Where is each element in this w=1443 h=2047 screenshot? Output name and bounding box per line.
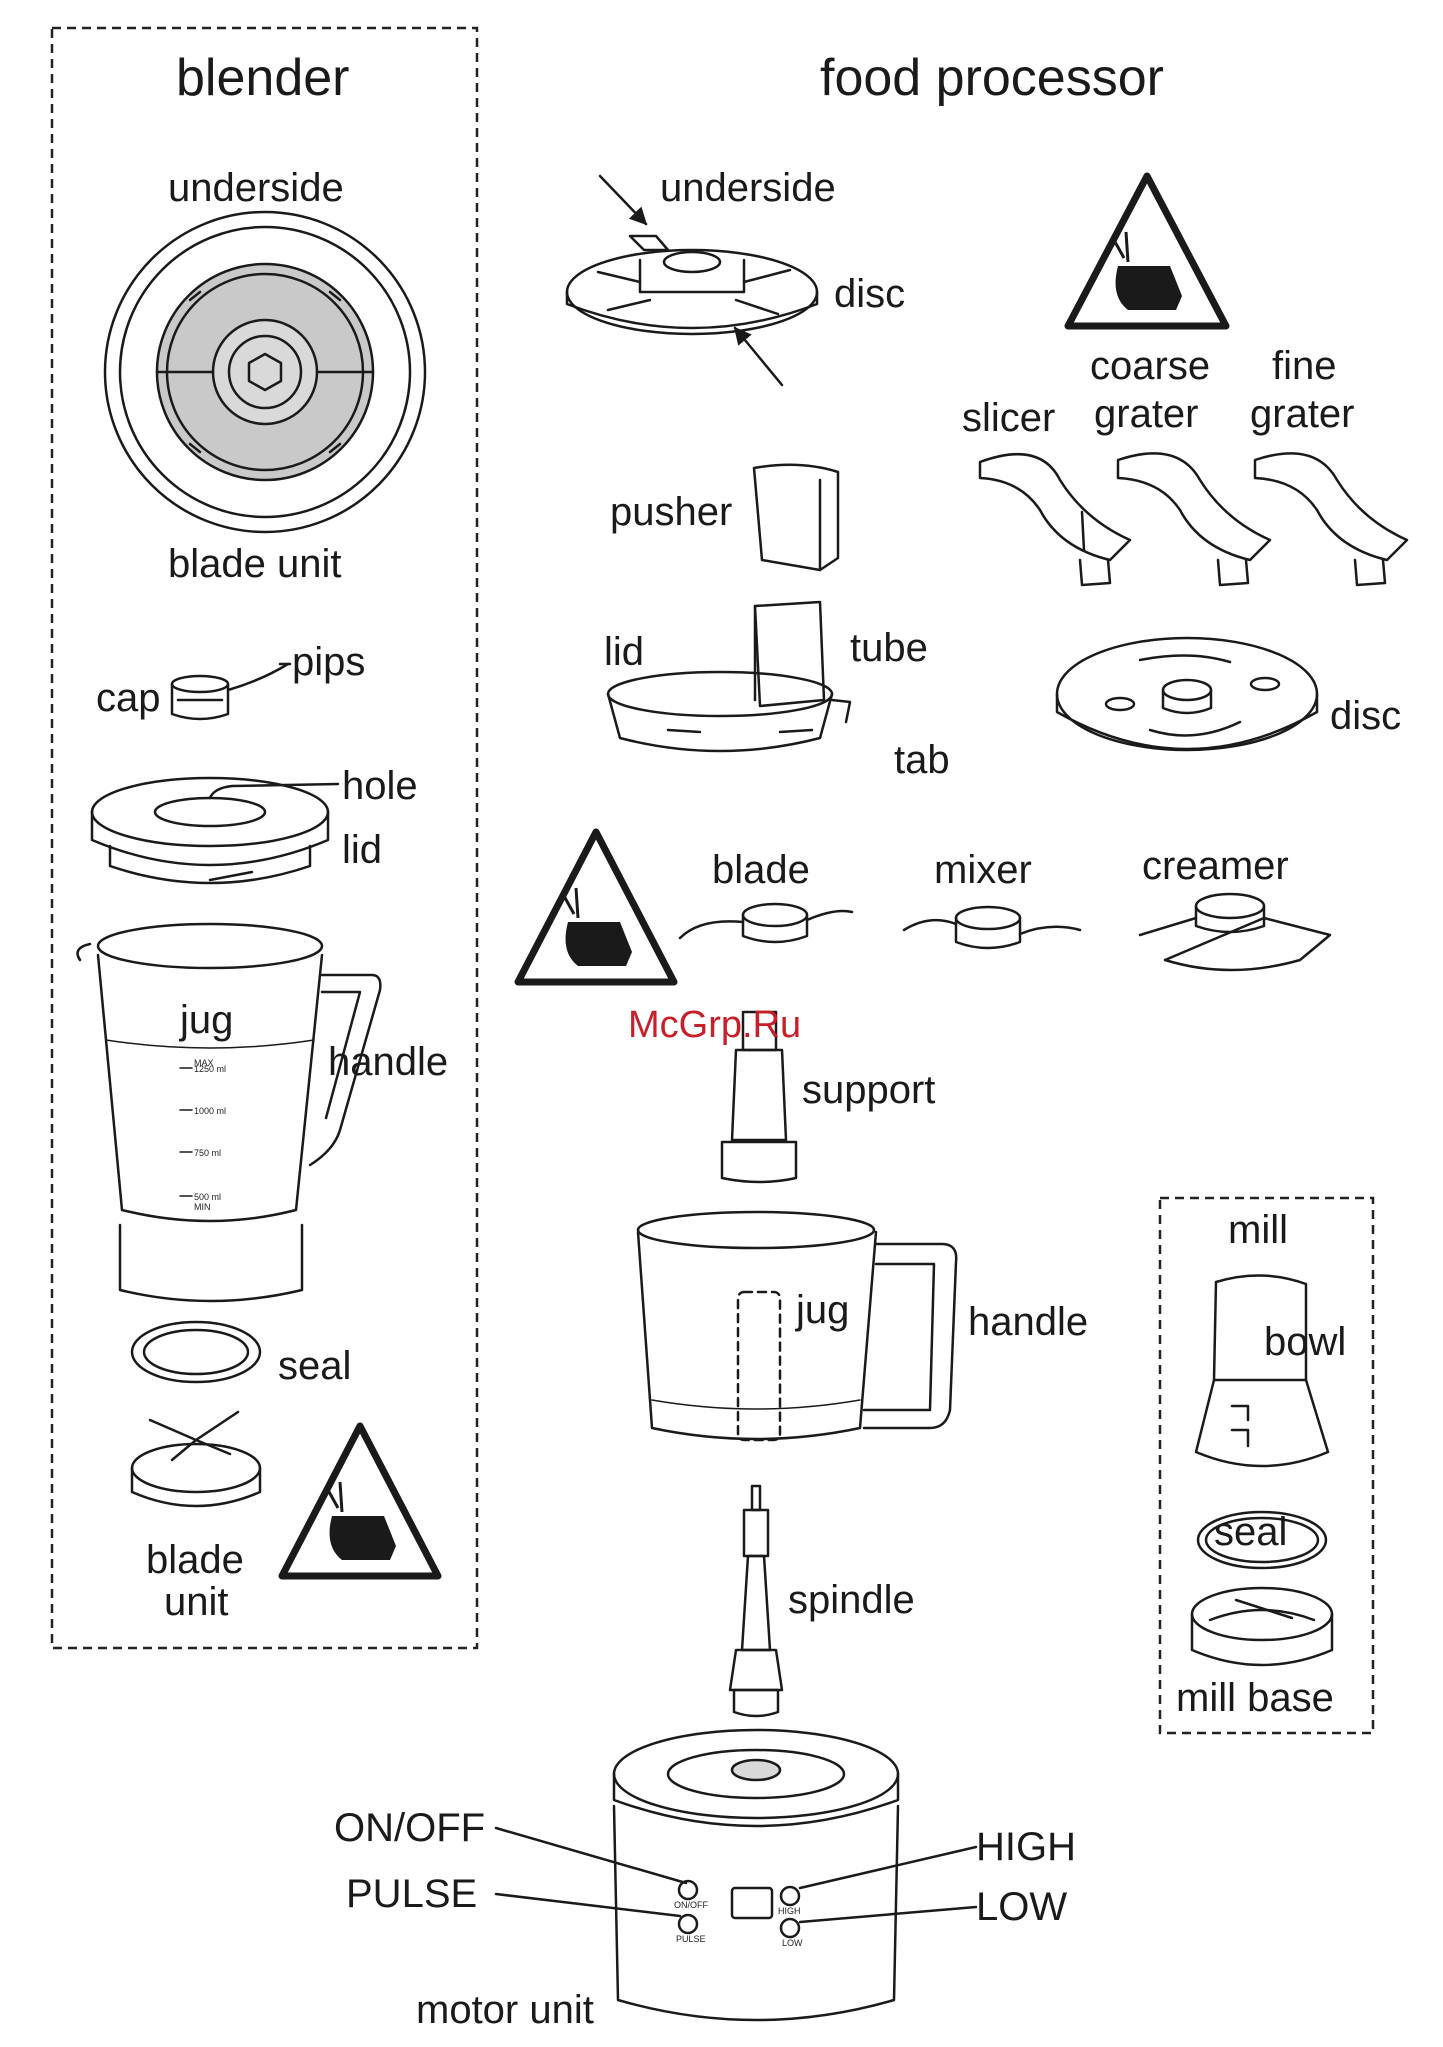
label-pips: pips [292,640,366,684]
label-fp-lid: lid [604,630,645,674]
label-blender-lid: lid [342,828,383,872]
label-fp-disc-right: disc [1330,694,1402,738]
hole-leader [230,782,340,788]
fp-blade-illustration [678,902,854,944]
label-blender-jug: jug [180,998,234,1042]
label-mill-bowl: bowl [1264,1320,1347,1364]
jug-graduation-1000: 1000 ml [194,1106,226,1116]
high-leader [798,1845,978,1890]
label-blender-underside: underside [168,166,344,210]
button-caption-pulse: PULSE [676,1934,706,1944]
button-caption-low: LOW [782,1938,803,1948]
jug-graduation-1250: 1250 ml [194,1064,226,1074]
blender-jug-illustration [76,922,382,1303]
label-fp-jug: jug [796,1288,850,1332]
disc-underside-illustration [565,234,819,336]
label-blender-seal: seal [278,1344,352,1388]
blender-section-box [50,26,479,1650]
label-mill-base: mill base [1176,1676,1334,1720]
label-blender-blade-unit-top: blade unit [168,542,342,586]
label-cap: cap [96,676,161,720]
label-support: support [802,1068,936,1112]
label-blade: blade [712,848,810,892]
slicing-disc-illustration [1055,636,1319,752]
label-fine-grater: grater [1250,392,1355,436]
mill-base-illustration [1190,1586,1334,1667]
spindle-illustration [728,1484,784,1718]
blender-blade-unit-illustration [130,1410,262,1508]
warning-hand-icon [514,828,678,986]
jug-graduation-max: MAX [194,1058,214,1068]
label-blender-unit: unit [164,1580,229,1624]
watermark: McGrp.Ru [628,1004,802,1046]
coarse-grater-illustration [1116,452,1272,587]
button-caption-high: HIGH [778,1906,801,1916]
warning-hand-icon [278,1422,442,1580]
blender-title: blender [176,49,350,107]
blender-lid-illustration [90,776,330,885]
on-off-leader [494,1826,688,1885]
creamer-illustration [1138,892,1332,972]
mixer-illustration [902,905,1082,950]
warning-hand-icon [1064,172,1230,330]
jug-graduation-min: MIN [194,1202,211,1212]
pusher-illustration [752,463,840,572]
label-low: LOW [976,1885,1068,1929]
jug-graduation-500: 500 ml [194,1192,221,1202]
label-hole: hole [342,764,418,808]
pulse-leader [494,1892,682,1918]
food-processor-title: food processor [820,49,1164,107]
label-tab: tab [894,738,950,782]
motor-unit-illustration [612,1728,900,2022]
blender-seal-illustration [130,1320,262,1384]
label-blender-blade: blade [146,1538,244,1582]
underside-arrow [598,174,648,226]
mill-section-box [1158,1196,1375,1735]
blade-unit-underside-illustration [103,210,427,534]
mill-seal-illustration [1196,1510,1328,1570]
fp-jug-illustration [636,1210,958,1442]
label-mixer: mixer [934,848,1032,892]
label-fp-disc-top: disc [834,272,906,316]
support-illustration [720,1010,798,1184]
mill-bowl-illustration [1194,1274,1330,1468]
label-coarse-grater: grater [1094,392,1199,436]
label-fp-handle: handle [968,1300,1089,1344]
fine-grater-illustration [1253,452,1409,587]
label-tube: tube [850,626,928,670]
label-slicer: slicer [962,396,1056,440]
jug-graduation-750: 750 ml [194,1148,221,1158]
cap-illustration [170,662,290,721]
fp-lid-illustration [606,600,852,753]
disc-arrow [733,326,784,387]
label-high: HIGH [976,1825,1076,1869]
label-mill: mill [1228,1208,1288,1252]
low-leader [798,1905,978,1924]
label-on-off: ON/OFF [334,1806,486,1850]
button-caption-on-off: ON/OFF [674,1900,708,1910]
label-creamer: creamer [1142,844,1289,888]
label-coarse: coarse [1090,344,1211,388]
label-fp-underside: underside [660,166,836,210]
label-pusher: pusher [610,490,733,534]
slicer-illustration [978,453,1132,587]
label-mill-seal: seal [1214,1510,1288,1554]
label-motor-unit: motor unit [416,1988,594,2032]
label-spindle: spindle [788,1578,915,1622]
label-fine: fine [1272,344,1337,388]
label-blender-handle: handle [328,1040,449,1084]
label-pulse: PULSE [346,1872,478,1916]
